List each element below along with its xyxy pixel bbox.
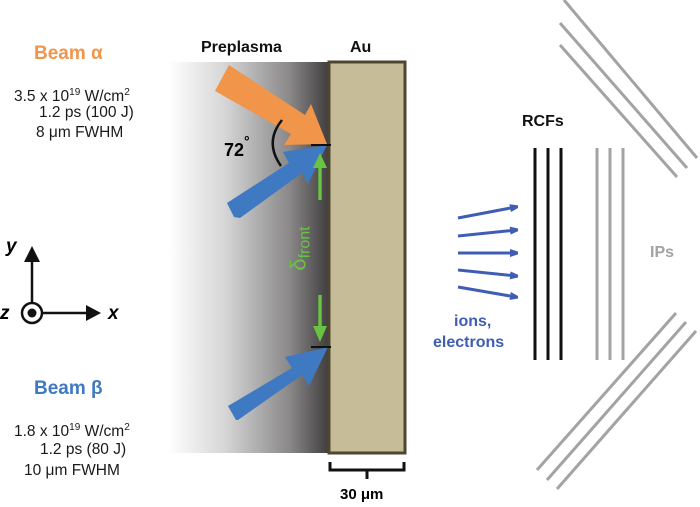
- separation-arrow-down: [313, 295, 327, 342]
- gold-target: [327, 60, 407, 455]
- coordinate-axes: [20, 246, 101, 325]
- beam-beta-arrow-lower: [228, 347, 328, 420]
- y-axis-label: y: [6, 236, 17, 257]
- beam-alpha-arrow: [215, 65, 327, 145]
- ip-stack-center: [595, 148, 625, 360]
- beam-alpha-intensity-exp: 19: [69, 87, 81, 98]
- separation-arrow-up: [313, 153, 327, 200]
- preplasma-label: Preplasma: [201, 39, 282, 56]
- beam-alpha-intensity-base: 3.5 x 10: [14, 88, 70, 106]
- beam-alpha-duration: 1.2 ps (100 J): [39, 104, 134, 121]
- x-axis-label: x: [108, 303, 119, 324]
- ip-layer: [555, 330, 698, 490]
- particle-arrows: [457, 207, 516, 297]
- particle-arrow: [457, 268, 516, 276]
- particle-arrow: [457, 207, 516, 220]
- beam-beta-focal-spot: 10 μm FWHM: [24, 462, 120, 479]
- beam-beta-intensity-base: 1.8 x 10: [14, 423, 70, 441]
- separation-subscript: front: [296, 226, 314, 259]
- beam-alpha-intensity: 3.5 x 1019 W/cm2: [14, 83, 130, 106]
- beam-alpha-intensity-unit: W/cm: [80, 88, 125, 106]
- target-label: Au: [350, 39, 372, 56]
- beam-beta-intensity-unit-exp: 2: [124, 422, 130, 433]
- particle-arrow: [457, 285, 516, 297]
- y-axis-arrowhead: [24, 246, 40, 262]
- thickness-bracket: [328, 462, 406, 479]
- beam-alpha-title: Beam α: [34, 43, 103, 64]
- angle-unit: °: [244, 133, 250, 149]
- beam-alpha-intensity-unit-exp: 2: [124, 87, 130, 98]
- angle-value: 72: [224, 140, 245, 160]
- beam-beta-intensity-exp: 19: [69, 422, 81, 433]
- beam-beta-arrow-upper: [227, 145, 327, 218]
- ip-label: IPs: [650, 244, 675, 261]
- ip-layer: [535, 312, 678, 471]
- particle-arrow: [457, 230, 516, 238]
- ip-layer: [545, 321, 688, 481]
- ip-layer: [558, 44, 679, 178]
- ip-layer: [562, 0, 699, 159]
- ip-layer: [558, 22, 689, 169]
- angle-label: 72°: [224, 133, 250, 161]
- beam-beta-duration: 1.2 ps (80 J): [40, 441, 127, 458]
- beam-alpha-focal-spot: 8 μm FWHM: [36, 124, 124, 141]
- z-axis-label: z: [0, 303, 10, 324]
- ip-stack-top: [558, 0, 699, 178]
- thickness-label: 30 μm: [340, 486, 384, 503]
- rcf-stack: [533, 148, 563, 360]
- angle-arc: [271, 119, 283, 167]
- particles-label-line1: ions,: [454, 313, 492, 330]
- beam-beta-title: Beam β: [34, 378, 103, 399]
- z-axis-dot: [27, 308, 37, 318]
- x-axis-arrowhead: [86, 305, 101, 321]
- beam-beta-intensity-unit: W/cm: [80, 423, 125, 441]
- separation-label: δfront: [286, 226, 315, 270]
- rcf-label: RCFs: [522, 113, 564, 130]
- ip-stack-bottom: [535, 312, 698, 490]
- beam-beta-intensity: 1.8 x 1019 W/cm2: [14, 418, 130, 441]
- separation-symbol: δ: [285, 258, 311, 271]
- particles-label-line2: electrons: [433, 334, 505, 351]
